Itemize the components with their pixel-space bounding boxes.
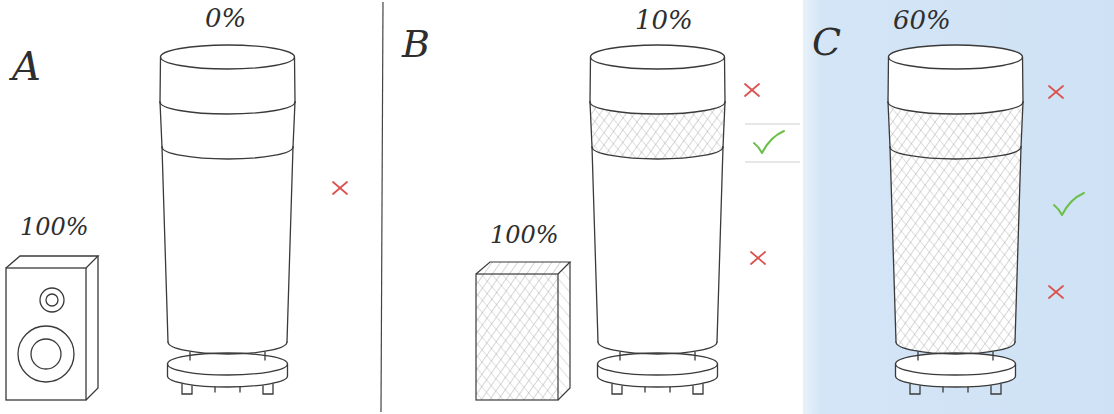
- panel-letter: B: [402, 24, 430, 66]
- cross-mark: [751, 252, 765, 264]
- divider: [381, 2, 383, 412]
- percentage-label: 100%: [20, 214, 89, 240]
- check-mark: [754, 131, 784, 153]
- guide-line: [745, 124, 800, 125]
- panel-background: [803, 0, 1114, 414]
- panel-letter: C: [812, 22, 841, 64]
- cross-mark: [1049, 86, 1063, 98]
- bookshelf-speaker: [6, 256, 98, 400]
- tower-speaker: [888, 45, 1023, 402]
- percentage-label: 60%: [893, 6, 951, 35]
- percentage-label: 100%: [490, 222, 559, 248]
- check-mark: [1054, 193, 1084, 215]
- tower-speaker: [160, 45, 295, 394]
- bookshelf-speaker: [476, 262, 570, 400]
- panel-letter: A: [12, 44, 41, 88]
- cross-mark: [745, 84, 759, 96]
- tower-speaker: [590, 45, 725, 394]
- cross-mark: [1049, 286, 1063, 298]
- percentage-label: 10%: [635, 6, 693, 35]
- guide-line: [745, 162, 800, 163]
- percentage-label: 0%: [205, 4, 246, 33]
- cross-mark: [333, 182, 347, 194]
